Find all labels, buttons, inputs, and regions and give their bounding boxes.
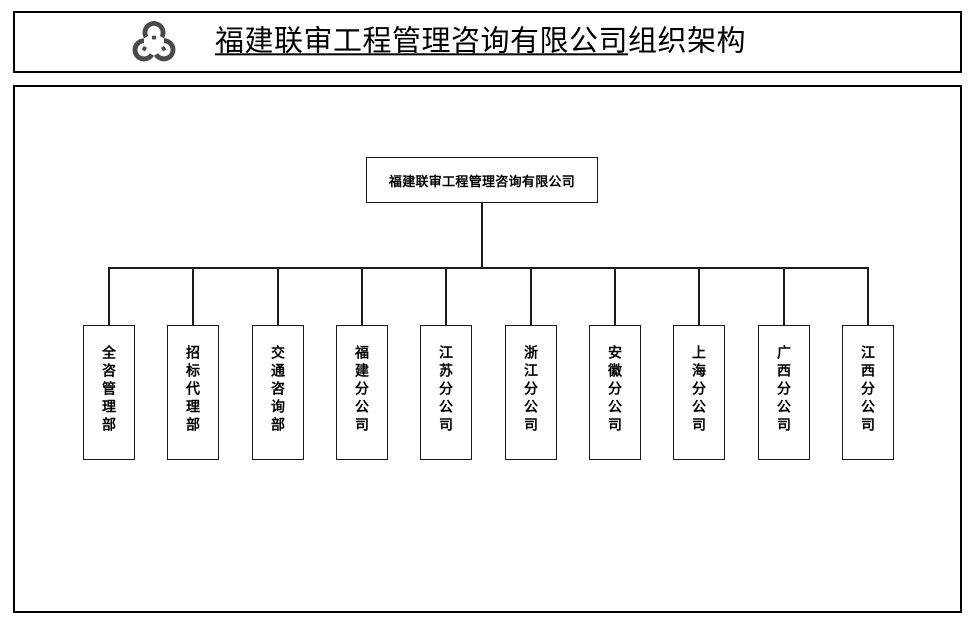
connector-drop-7: [614, 267, 616, 325]
org-node-label: 福建分公司: [354, 344, 370, 435]
page-title: 福建联审工程管理咨询有限公司组织架构: [215, 25, 746, 58]
org-node-label: 江西分公司: [860, 344, 876, 435]
page-title-plain: 组织架构: [628, 25, 747, 58]
org-node-root[interactable]: 福建联审工程管理咨询有限公司: [366, 157, 598, 203]
connector-drop-3: [277, 267, 279, 325]
page-title-underlined: 福建联审工程管理咨询有限公司: [215, 25, 629, 58]
org-node-jiangxi-branch[interactable]: 江西分公司: [842, 325, 894, 460]
org-node-label: 上海分公司: [691, 344, 707, 435]
header-frame: 福建联审工程管理咨询有限公司组织架构: [13, 11, 962, 73]
connector-drop-1: [108, 267, 110, 325]
org-node-zhaobiao-dailibu[interactable]: 招标代理部: [167, 325, 219, 460]
connector-drop-10: [867, 267, 869, 325]
connector-drop-8: [698, 267, 700, 325]
org-node-label: 招标代理部: [185, 344, 201, 435]
connector-drop-9: [783, 267, 785, 325]
connector-drop-4: [361, 267, 363, 325]
connector-drop-2: [192, 267, 194, 325]
org-node-fujian-branch[interactable]: 福建分公司: [336, 325, 388, 460]
org-node-guangxi-branch[interactable]: 广西分公司: [758, 325, 810, 460]
org-node-label: 安徽分公司: [607, 344, 623, 435]
org-node-root-label: 福建联审工程管理咨询有限公司: [388, 173, 576, 189]
connector-horizontal-bus: [109, 267, 868, 269]
connector-drop-6: [530, 267, 532, 325]
org-node-label: 交通咨询部: [270, 344, 286, 435]
org-node-zhejiang-branch[interactable]: 浙江分公司: [505, 325, 557, 460]
trefoil-logo-icon: [132, 21, 176, 62]
org-node-anhui-branch[interactable]: 安徽分公司: [589, 325, 641, 460]
connector-root-stem: [481, 203, 483, 267]
org-node-label: 全咨管理部: [101, 344, 117, 435]
connector-drop-5: [445, 267, 447, 325]
org-chart-frame: 福建联审工程管理咨询有限公司 全咨管理部 招标代理部 交通咨询部 福建分公司 江…: [13, 85, 962, 613]
org-node-jiangsu-branch[interactable]: 江苏分公司: [420, 325, 472, 460]
org-node-label: 广西分公司: [776, 344, 792, 435]
org-node-label: 浙江分公司: [523, 344, 539, 435]
org-node-label: 江苏分公司: [438, 344, 454, 435]
org-node-shanghai-branch[interactable]: 上海分公司: [673, 325, 725, 460]
org-node-jiaotong-zixunbu[interactable]: 交通咨询部: [252, 325, 304, 460]
org-node-quanzi-guanlibu[interactable]: 全咨管理部: [83, 325, 135, 460]
org-chart-canvas: 福建联审工程管理咨询有限公司 全咨管理部 招标代理部 交通咨询部 福建分公司 江…: [15, 87, 960, 611]
